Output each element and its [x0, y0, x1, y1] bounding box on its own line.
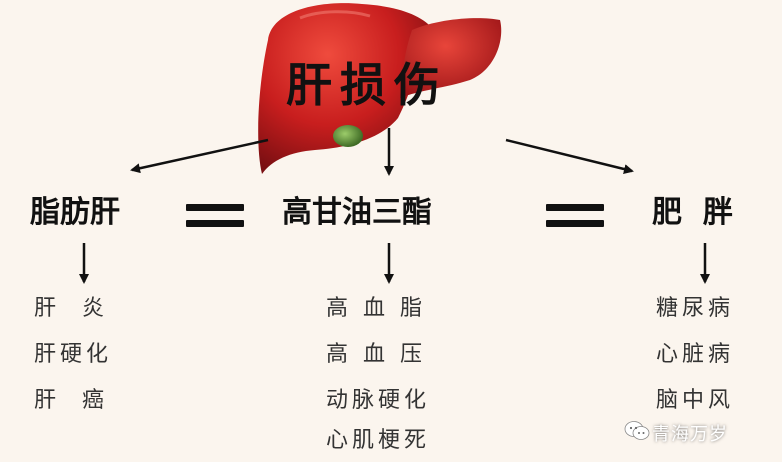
equals-sign-left-top [186, 204, 244, 211]
center-item-hypertension: 高 血 压 [326, 342, 426, 367]
header-triglycerides: 高甘油三酯 [282, 195, 432, 230]
diagram-title: 肝损伤 [286, 58, 448, 112]
watermark-text: 青海万岁 [652, 424, 728, 445]
center-item-myocardial-infarction: 心肌梗死 [326, 428, 431, 453]
right-item-stroke: 脑中风 [656, 388, 735, 413]
equals-sign-left-bottom [186, 220, 244, 227]
center-item-hyperlipidemia: 高 血 脂 [326, 296, 426, 321]
right-item-diabetes: 糖尿病 [656, 296, 735, 321]
header-obesity: 肥 胖 [652, 195, 733, 230]
equals-sign-right-top [546, 204, 604, 211]
arrow-to-obesity [505, 138, 634, 174]
left-item-cirrhosis: 肝硬化 [34, 342, 113, 367]
arrow-to-fatty-liver [130, 138, 269, 174]
right-item-heart-disease: 心脏病 [656, 342, 735, 367]
left-item-hepatitis: 肝 炎 [34, 296, 108, 321]
wechat-icon [624, 421, 650, 440]
header-fatty-liver: 脂肪肝 [30, 195, 120, 230]
equals-sign-right-bottom [546, 220, 604, 227]
left-item-liver-cancer: 肝 癌 [34, 388, 108, 413]
center-item-atherosclerosis: 动脉硬化 [326, 388, 431, 413]
liver-illustration [258, 3, 502, 174]
